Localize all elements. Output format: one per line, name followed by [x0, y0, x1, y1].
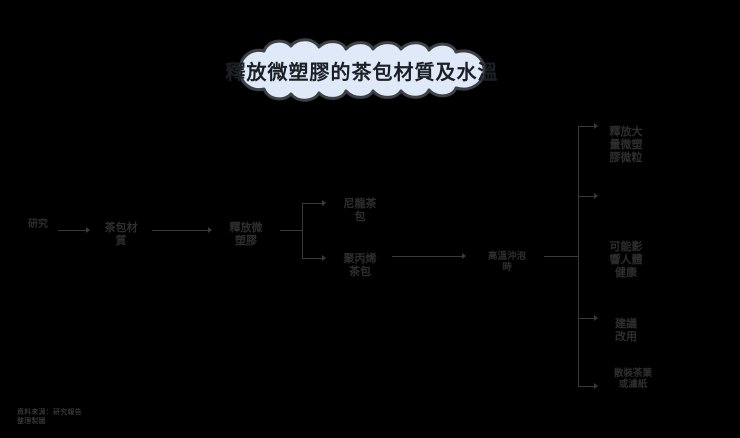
arrow-material-to-release	[208, 227, 212, 233]
bracket-left-stub-top	[302, 203, 324, 204]
node-teabag-material: 茶包材 質	[104, 220, 138, 247]
connector-pp-to-hightemp	[392, 256, 464, 257]
bracket-right-stub-4	[578, 386, 596, 387]
node-release-microplastics: 釋放微 塑膠	[229, 220, 263, 247]
arrow-to-outcome-4	[594, 383, 598, 389]
watermark-line-1: 資料來源：研究報告	[17, 408, 82, 416]
arrow-to-nylon-teabag	[322, 200, 326, 206]
node-nylon-teabag: 尼龍茶 包	[343, 196, 377, 223]
node-high-temperature-brewing: 高溫沖泡 時	[487, 251, 526, 274]
title-banner: 釋放微塑膠的茶包材質及水溫	[196, 36, 528, 104]
connector-research-to-material	[58, 230, 88, 231]
page-title: 釋放微塑膠的茶包材質及水溫	[225, 59, 499, 84]
bracket-right-stub-3	[578, 318, 596, 319]
bracket-left-stub-bottom	[302, 258, 324, 259]
arrow-research-to-material	[86, 227, 90, 233]
arrow-to-outcome-1	[594, 123, 598, 129]
node-outcome-loose-leaf-or-paper: 散裝茶葉 或濾紙	[613, 368, 652, 391]
footer-watermark: 資料來源：研究報告 整理製圖	[17, 408, 82, 426]
connector-material-to-release	[152, 230, 210, 231]
arrow-to-outcome-2	[594, 193, 598, 199]
node-outcome-large-microplastics: 釋放大 量微塑 膠微粒	[609, 124, 643, 164]
arrow-to-outcome-3	[594, 315, 598, 321]
node-outcome-health-impact: 可能影 響人體 健康	[609, 239, 643, 279]
connector-hightemp-to-bracket	[544, 256, 578, 257]
bracket-right-stub-1	[578, 126, 596, 127]
node-outcome-suggest-switch: 建議 改用	[615, 316, 637, 343]
bracket-right-vertical	[578, 126, 579, 386]
node-pp-teabag: 聚丙烯 茶包	[343, 251, 377, 278]
cloud-shape-icon	[238, 38, 486, 102]
watermark-line-2: 整理製圖	[17, 416, 46, 425]
node-research: 研究	[28, 219, 48, 230]
bracket-right-stub-2	[578, 196, 596, 197]
arrow-to-pp-teabag	[322, 255, 326, 261]
bracket-left-vertical	[302, 203, 303, 258]
connector-release-to-bracket	[280, 230, 302, 231]
arrow-pp-to-hightemp	[462, 253, 466, 259]
